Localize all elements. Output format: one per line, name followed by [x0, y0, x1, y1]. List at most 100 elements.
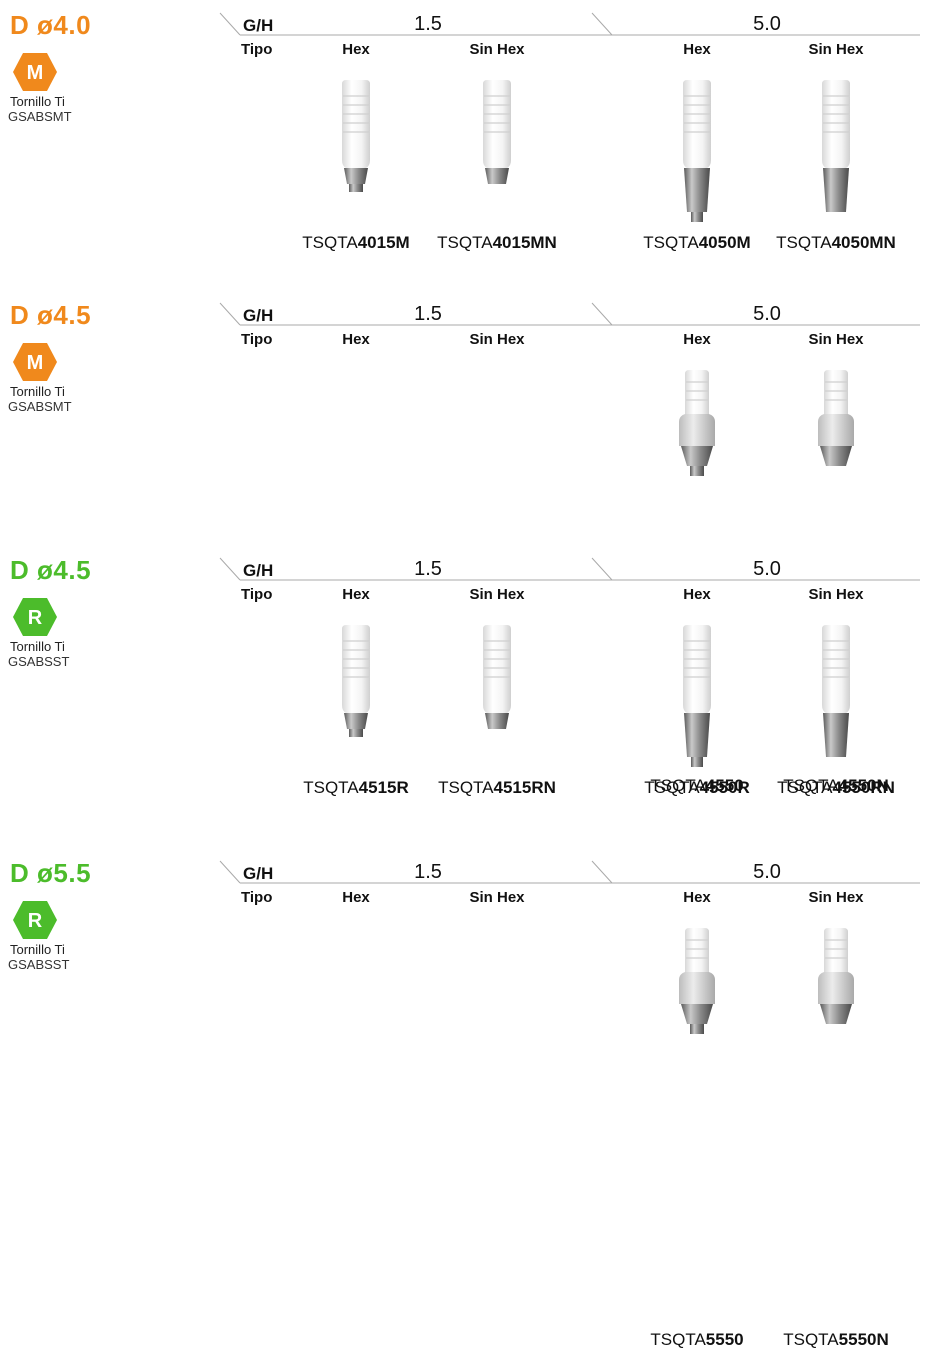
height-2-label: 5.0 [753, 13, 781, 35]
col-sinhex-1: Sin Hex [469, 41, 525, 58]
gh-label: G/H [243, 16, 274, 35]
abutment-image [473, 80, 521, 200]
badge-letter: M [27, 62, 44, 84]
col-hex-1: Hex [342, 41, 370, 58]
col-sinhex-1: Sin Hex [469, 889, 525, 906]
col-hex-1: Hex [342, 331, 370, 348]
abutment-image [673, 370, 721, 488]
col-hex-2: Hex [683, 41, 711, 58]
diameter-title: D ø4.5 [10, 555, 92, 585]
abutment-image [812, 80, 860, 225]
col-sinhex-2: Sin Hex [808, 41, 864, 58]
product-code-number: 4050MN [831, 233, 896, 252]
screw-code: GSABSST [8, 654, 70, 669]
col-hex-2: Hex [683, 586, 711, 603]
abutment-image [332, 625, 380, 745]
table-header-lines [219, 12, 920, 36]
product-code: TSQTA4015M [271, 233, 441, 253]
tipo-label: Tipo [241, 889, 273, 906]
col-sinhex-2: Sin Hex [808, 586, 864, 603]
table-header-lines [219, 860, 920, 884]
col-sinhex-2: Sin Hex [808, 889, 864, 906]
product-code-prefix: TSQTA [438, 778, 494, 797]
product-code-number: 4050M [698, 233, 751, 252]
tipo-label: Tipo [241, 331, 273, 348]
product-code-number: 5550 [705, 1330, 744, 1349]
height-2-label: 5.0 [753, 861, 781, 883]
connection-badge-icon: M [12, 52, 58, 92]
product-code-number: 4550N [838, 776, 889, 795]
badge-letter: R [28, 910, 43, 932]
col-hex-2: Hex [683, 331, 711, 348]
col-sinhex-1: Sin Hex [469, 586, 525, 603]
height-1-label: 1.5 [414, 558, 442, 580]
gh-label: G/H [243, 864, 274, 883]
diameter-title: D ø5.5 [10, 858, 92, 888]
product-code: TSQTA5550N [751, 1330, 921, 1350]
abutment-image [673, 928, 721, 1046]
screw-label: Tornillo Ti [10, 384, 65, 399]
abutment-image [332, 80, 380, 200]
abutment-image [473, 625, 521, 745]
height-1-label: 1.5 [414, 861, 442, 883]
product-code-number: 4550R [699, 778, 750, 797]
product-code-prefix: TSQTA [777, 778, 833, 797]
product-code-prefix: TSQTA [437, 233, 493, 252]
screw-label: Tornillo Ti [10, 639, 65, 654]
gh-label: G/H [243, 306, 274, 325]
badge-letter: R [28, 607, 43, 629]
product-code: TSQTA4050M [612, 233, 782, 253]
product-code-number: 4015M [357, 233, 410, 252]
screw-label: Tornillo Ti [10, 94, 65, 109]
col-hex-1: Hex [342, 889, 370, 906]
col-sinhex-2: Sin Hex [808, 331, 864, 348]
connection-badge-icon: R [12, 597, 58, 637]
product-code: TSQTA4050MN [751, 233, 921, 253]
screw-code: GSABSST [8, 957, 70, 972]
product-code-number: 4515R [358, 778, 409, 797]
tipo-label: Tipo [241, 41, 273, 58]
connection-badge-icon: M [12, 342, 58, 382]
product-code-prefix: TSQTA [644, 778, 700, 797]
product-code: TSQTA4015MN [412, 233, 582, 253]
product-code: TSQTA4515RN [412, 778, 582, 798]
product-code-prefix: TSQTA [302, 233, 358, 252]
table-header-lines [219, 557, 920, 581]
screw-label: Tornillo Ti [10, 942, 65, 957]
height-2-label: 5.0 [753, 558, 781, 580]
gh-label: G/H [243, 561, 274, 580]
abutment-image [673, 625, 721, 770]
product-code: TSQTA4550RN [751, 778, 921, 798]
abutment-image [812, 928, 860, 1046]
product-code-number: 4550RN [832, 778, 895, 797]
product-code-prefix: TSQTA [783, 1330, 839, 1349]
height-2-label: 5.0 [753, 303, 781, 325]
abutment-image [812, 625, 860, 770]
product-code-prefix: TSQTA [303, 778, 359, 797]
product-code-prefix: TSQTA [783, 776, 839, 795]
screw-code: GSABSMT [8, 399, 72, 414]
diameter-title: D ø4.0 [10, 10, 92, 40]
product-code-prefix: TSQTA [650, 1330, 706, 1349]
col-hex-1: Hex [342, 586, 370, 603]
abutment-image [812, 370, 860, 488]
col-sinhex-1: Sin Hex [469, 331, 525, 348]
col-hex-2: Hex [683, 889, 711, 906]
badge-letter: M [27, 352, 44, 374]
product-code: TSQTA4550N [751, 776, 921, 796]
product-code: TSQTA4515R [271, 778, 441, 798]
abutment-image [673, 80, 721, 225]
connection-badge-icon: R [12, 900, 58, 940]
product-code: TSQTA4550R [612, 778, 782, 798]
diameter-title: D ø4.5 [10, 300, 92, 330]
product-code: TSQTA4550 [612, 776, 782, 796]
product-code-prefix: TSQTA [643, 233, 699, 252]
product-code-number: 5550N [838, 1330, 889, 1349]
product-code-prefix: TSQTA [650, 776, 706, 795]
screw-code: GSABSMT [8, 109, 72, 124]
product-code-number: 4515RN [493, 778, 556, 797]
